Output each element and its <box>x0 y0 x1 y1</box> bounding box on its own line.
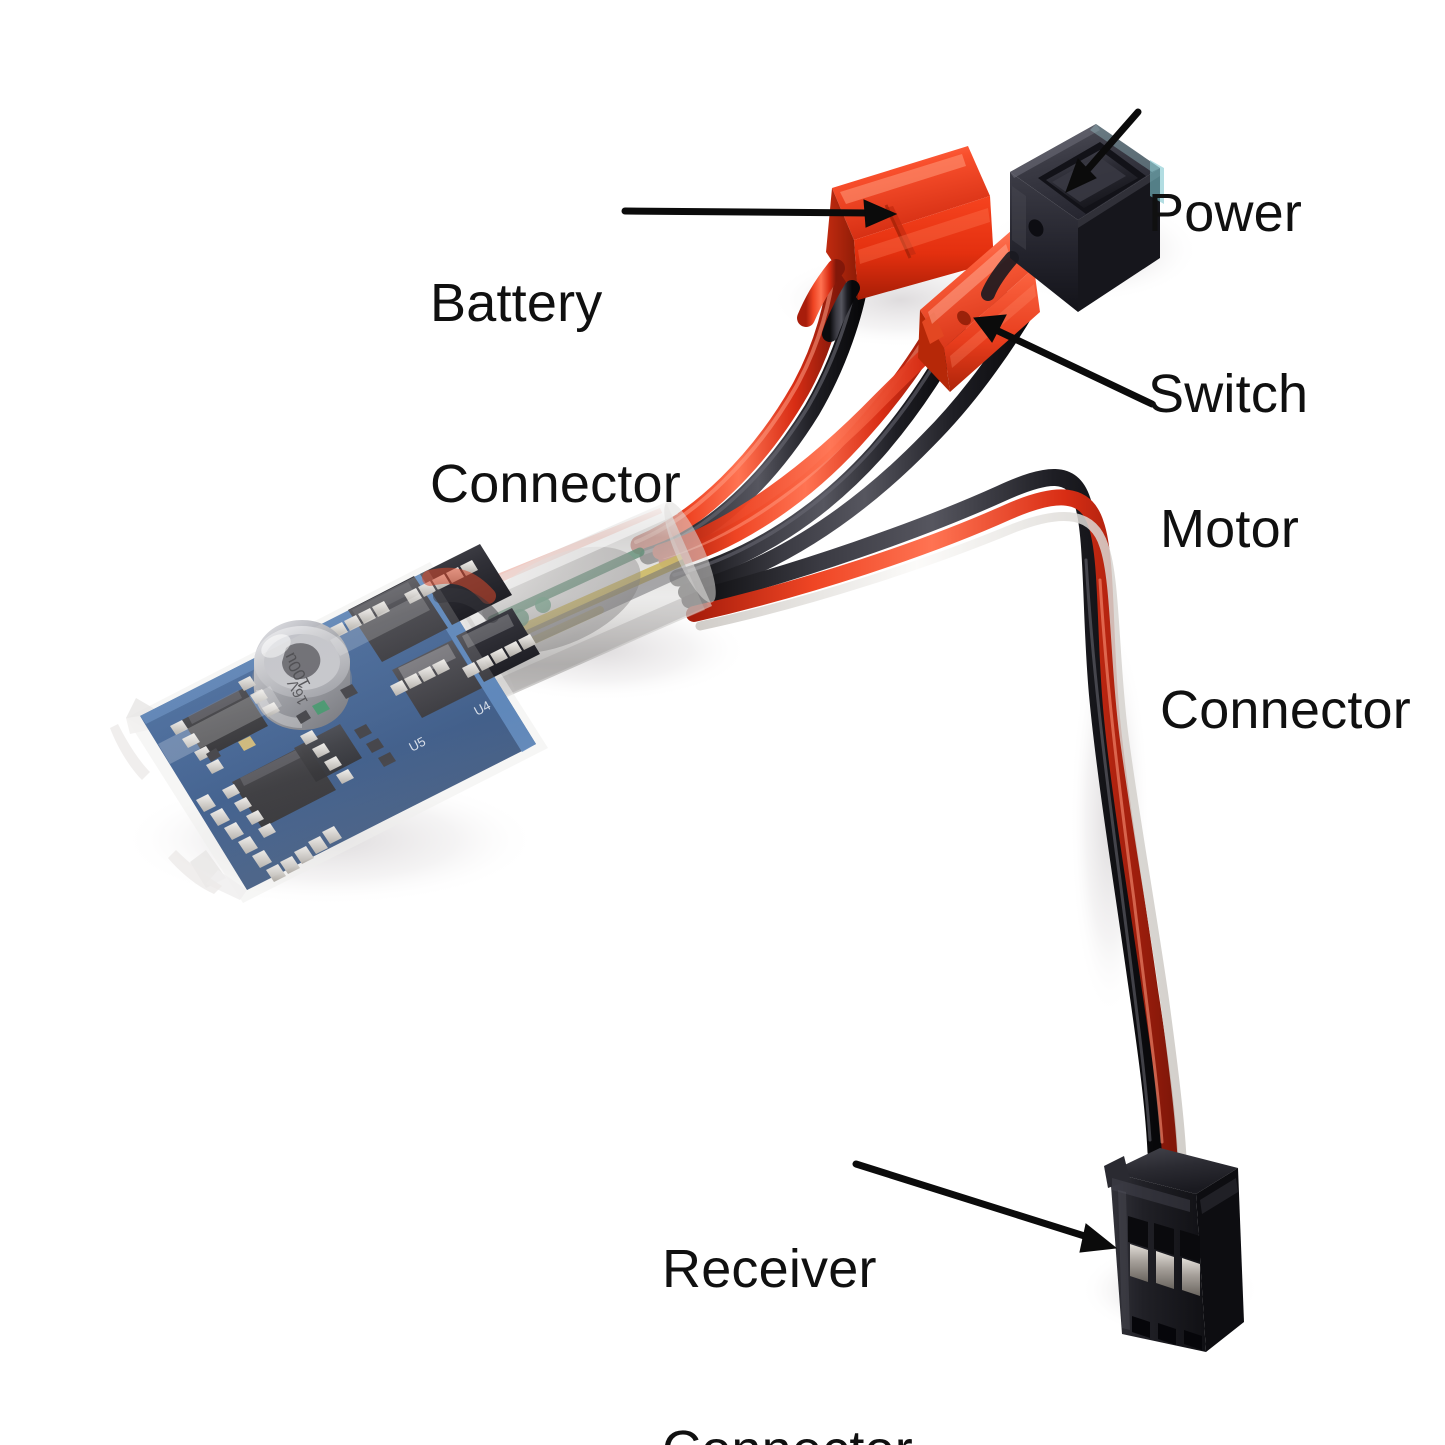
receiver-connector <box>1104 1148 1244 1352</box>
label-motor-line1: Motor <box>1160 498 1300 559</box>
label-motor-line2: Connector <box>1160 680 1411 741</box>
label-power-line2: Switch <box>1148 364 1309 425</box>
arrow-motor-connector <box>973 314 1156 408</box>
callout-arrows <box>621 108 1156 1253</box>
esc-circuit-board: 100u 16V <box>110 544 548 903</box>
label-battery-line1: Battery <box>430 272 603 333</box>
label-receiver-line1: Receiver <box>662 1238 877 1299</box>
label-receiver-connector: Receiver Connector <box>662 1118 913 1445</box>
arrow-receiver-connector <box>852 1160 1118 1253</box>
label-power-switch: Power Switch <box>1148 62 1308 546</box>
label-power-line1: Power <box>1148 182 1303 243</box>
arrow-battery-connector <box>621 199 898 228</box>
power-switch <box>981 124 1164 312</box>
arrow-power-switch <box>1065 108 1142 193</box>
label-battery-line2: Connector <box>430 454 681 515</box>
label-battery-connector: Battery Connector <box>430 152 681 636</box>
label-receiver-line2: Connector <box>662 1420 913 1445</box>
label-motor-connector: Motor Connector <box>1160 378 1411 862</box>
